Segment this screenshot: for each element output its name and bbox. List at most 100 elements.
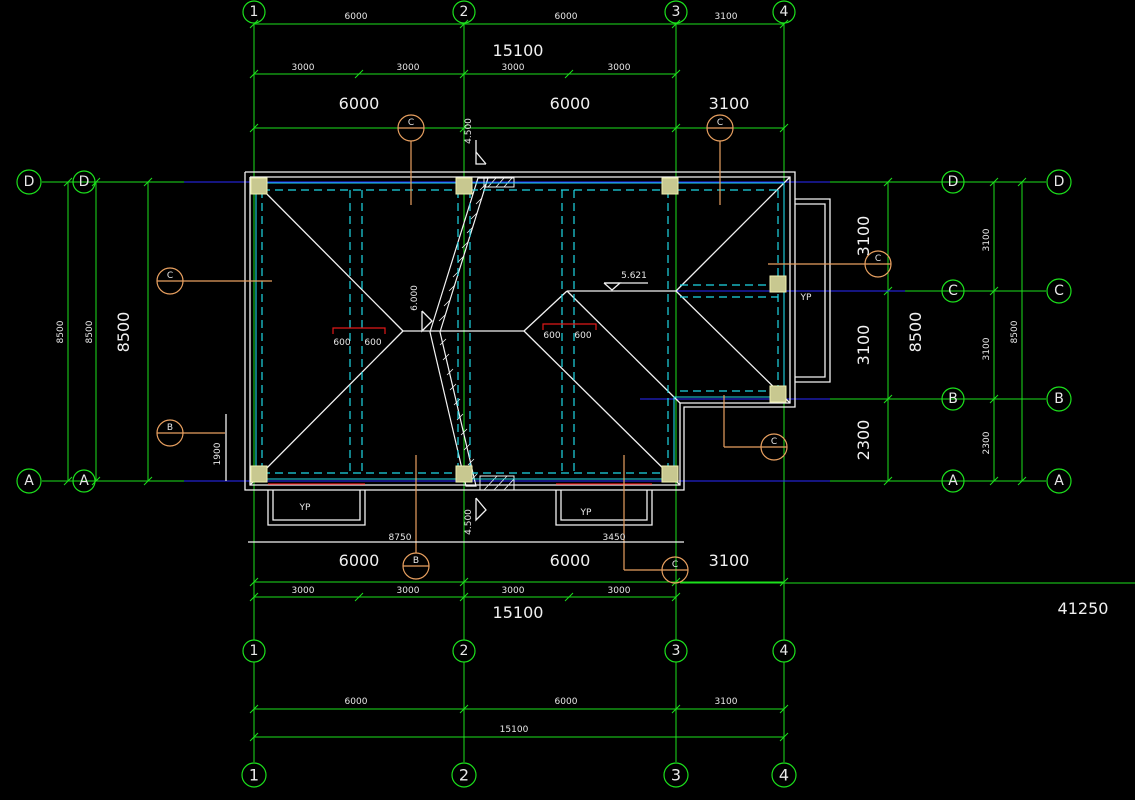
dim-text: 3100 <box>709 551 750 570</box>
elevation-label: 4.500 <box>464 118 474 144</box>
elevation-marks: 4.500 5.621 6.000 4.500 <box>410 118 648 535</box>
column <box>455 465 473 483</box>
bottom-dimensions: 8750 3450 6000 6000 3100 3000 3000 3000 … <box>248 533 1108 735</box>
column <box>250 177 268 195</box>
axis-label-left: A <box>24 473 34 489</box>
column <box>769 385 787 403</box>
column <box>661 177 679 195</box>
axis-label-top: 4 <box>780 4 789 20</box>
downpipe-label: YP <box>800 293 812 303</box>
section-marks: C C C C B B C C <box>156 114 892 584</box>
axis-label-right: B <box>1054 391 1064 407</box>
roof-outline <box>244 171 831 526</box>
axis-label-left: A <box>79 473 89 489</box>
dim-text: 6000 <box>339 551 380 570</box>
axis-label-right: A <box>948 473 958 489</box>
elevation-label: 4.500 <box>464 509 474 535</box>
dim-text: 3000 <box>608 586 631 596</box>
dim-text: 6000 <box>550 94 591 113</box>
overhang-labels: 600 600 600 600 <box>333 331 591 348</box>
axis-label-right: D <box>948 174 959 190</box>
dim-text: 6000 <box>555 12 578 22</box>
axis-label-bottom: 4 <box>779 766 789 785</box>
axis-label-mid: 1 <box>250 643 259 659</box>
ridge-elevation: 5.621 <box>621 271 647 281</box>
dim-text: 3000 <box>608 63 631 73</box>
axis-bubbles-left: D D A A <box>16 169 96 494</box>
dim-text: 3000 <box>397 586 420 596</box>
dim-text: 2300 <box>982 431 992 454</box>
column <box>250 465 268 483</box>
axis-label-top: 2 <box>460 4 469 20</box>
axis-label-mid: 3 <box>672 643 681 659</box>
dim-total-bottom: 15100 <box>493 603 544 622</box>
section-mark-label: C <box>672 560 678 570</box>
dim-right-total: 8500 <box>906 312 925 353</box>
section-mark-label: C <box>167 271 173 281</box>
axis-bubbles-right: D D C C B B A A <box>941 169 1072 494</box>
dim-text: 8500 <box>1010 320 1020 343</box>
dim-text: 3100 <box>854 325 873 366</box>
column <box>455 177 473 195</box>
axis-label-right: B <box>948 391 958 407</box>
dim-total-top: 15100 <box>493 41 544 60</box>
section-mark-label: C <box>771 437 777 447</box>
axis-label-mid: 2 <box>460 643 469 659</box>
dim-text: 8750 <box>389 533 412 543</box>
dim-text: 3100 <box>715 697 738 707</box>
overhang-label: 600 <box>574 331 591 341</box>
dim-text: 1900 <box>213 442 223 465</box>
overhang-label: 600 <box>543 331 560 341</box>
dim-left-total: 8500 <box>114 312 133 353</box>
dim-text: 3100 <box>982 337 992 360</box>
downpipe-label: YP <box>299 503 311 513</box>
axis-grid <box>42 19 1135 762</box>
dim-text: 3100 <box>715 12 738 22</box>
side-dimensions: 8500 8500 8500 1900 3100 3100 2300 8500 … <box>56 216 1020 481</box>
dim-text: 6000 <box>339 94 380 113</box>
dim-text: 3100 <box>982 228 992 251</box>
dim-text: 8500 <box>85 320 95 343</box>
dim-text: 3000 <box>502 63 525 73</box>
axis-bubbles-top: 1 2 3 4 <box>242 0 796 24</box>
column <box>661 465 679 483</box>
axis-label-right: C <box>948 283 958 299</box>
gutter-lines <box>255 182 785 480</box>
axis-label-left: D <box>24 174 35 190</box>
dim-text: 6000 <box>550 551 591 570</box>
axis-label-mid: 4 <box>780 643 789 659</box>
axis-label-top: 3 <box>672 4 681 20</box>
dim-text: 3450 <box>603 533 626 543</box>
dim-text: 3000 <box>397 63 420 73</box>
axis-label-bottom: 1 <box>249 766 259 785</box>
axis-label-bottom: 3 <box>671 766 681 785</box>
section-mark-label: B <box>413 556 419 566</box>
far-dimension: 41250 <box>1058 599 1109 618</box>
dim-text: 6000 <box>555 697 578 707</box>
axis-bubbles-bottom: 1 2 3 4 <box>241 762 797 788</box>
dim-text: 3000 <box>502 586 525 596</box>
axis-label-right: D <box>1054 174 1065 190</box>
dim-text: 2300 <box>854 420 873 461</box>
axis-label-right: C <box>1054 283 1064 299</box>
elevation-label: 6.000 <box>410 285 420 311</box>
downpipe-label: YP <box>580 508 592 518</box>
axis-label-left: D <box>79 174 90 190</box>
axis-label-bottom: 2 <box>459 766 469 785</box>
dim-text: 8500 <box>56 320 66 343</box>
top-dimensions: 6000 6000 3100 15100 3000 3000 3000 3000… <box>292 12 750 113</box>
dim-text: 3000 <box>292 63 315 73</box>
dim-text: 15100 <box>500 725 529 735</box>
axis-label-top: 1 <box>250 4 259 20</box>
section-mark-label: B <box>167 423 173 433</box>
section-mark-label: C <box>717 118 723 128</box>
columns <box>250 177 787 483</box>
column <box>769 275 787 293</box>
section-mark-label: C <box>875 254 881 264</box>
overhang-marks <box>268 323 652 485</box>
downpipe-labels: YP YP YP <box>299 293 812 518</box>
overhang-label: 600 <box>364 338 381 348</box>
axis-label-right: A <box>1054 473 1064 489</box>
overhang-label: 600 <box>333 338 350 348</box>
